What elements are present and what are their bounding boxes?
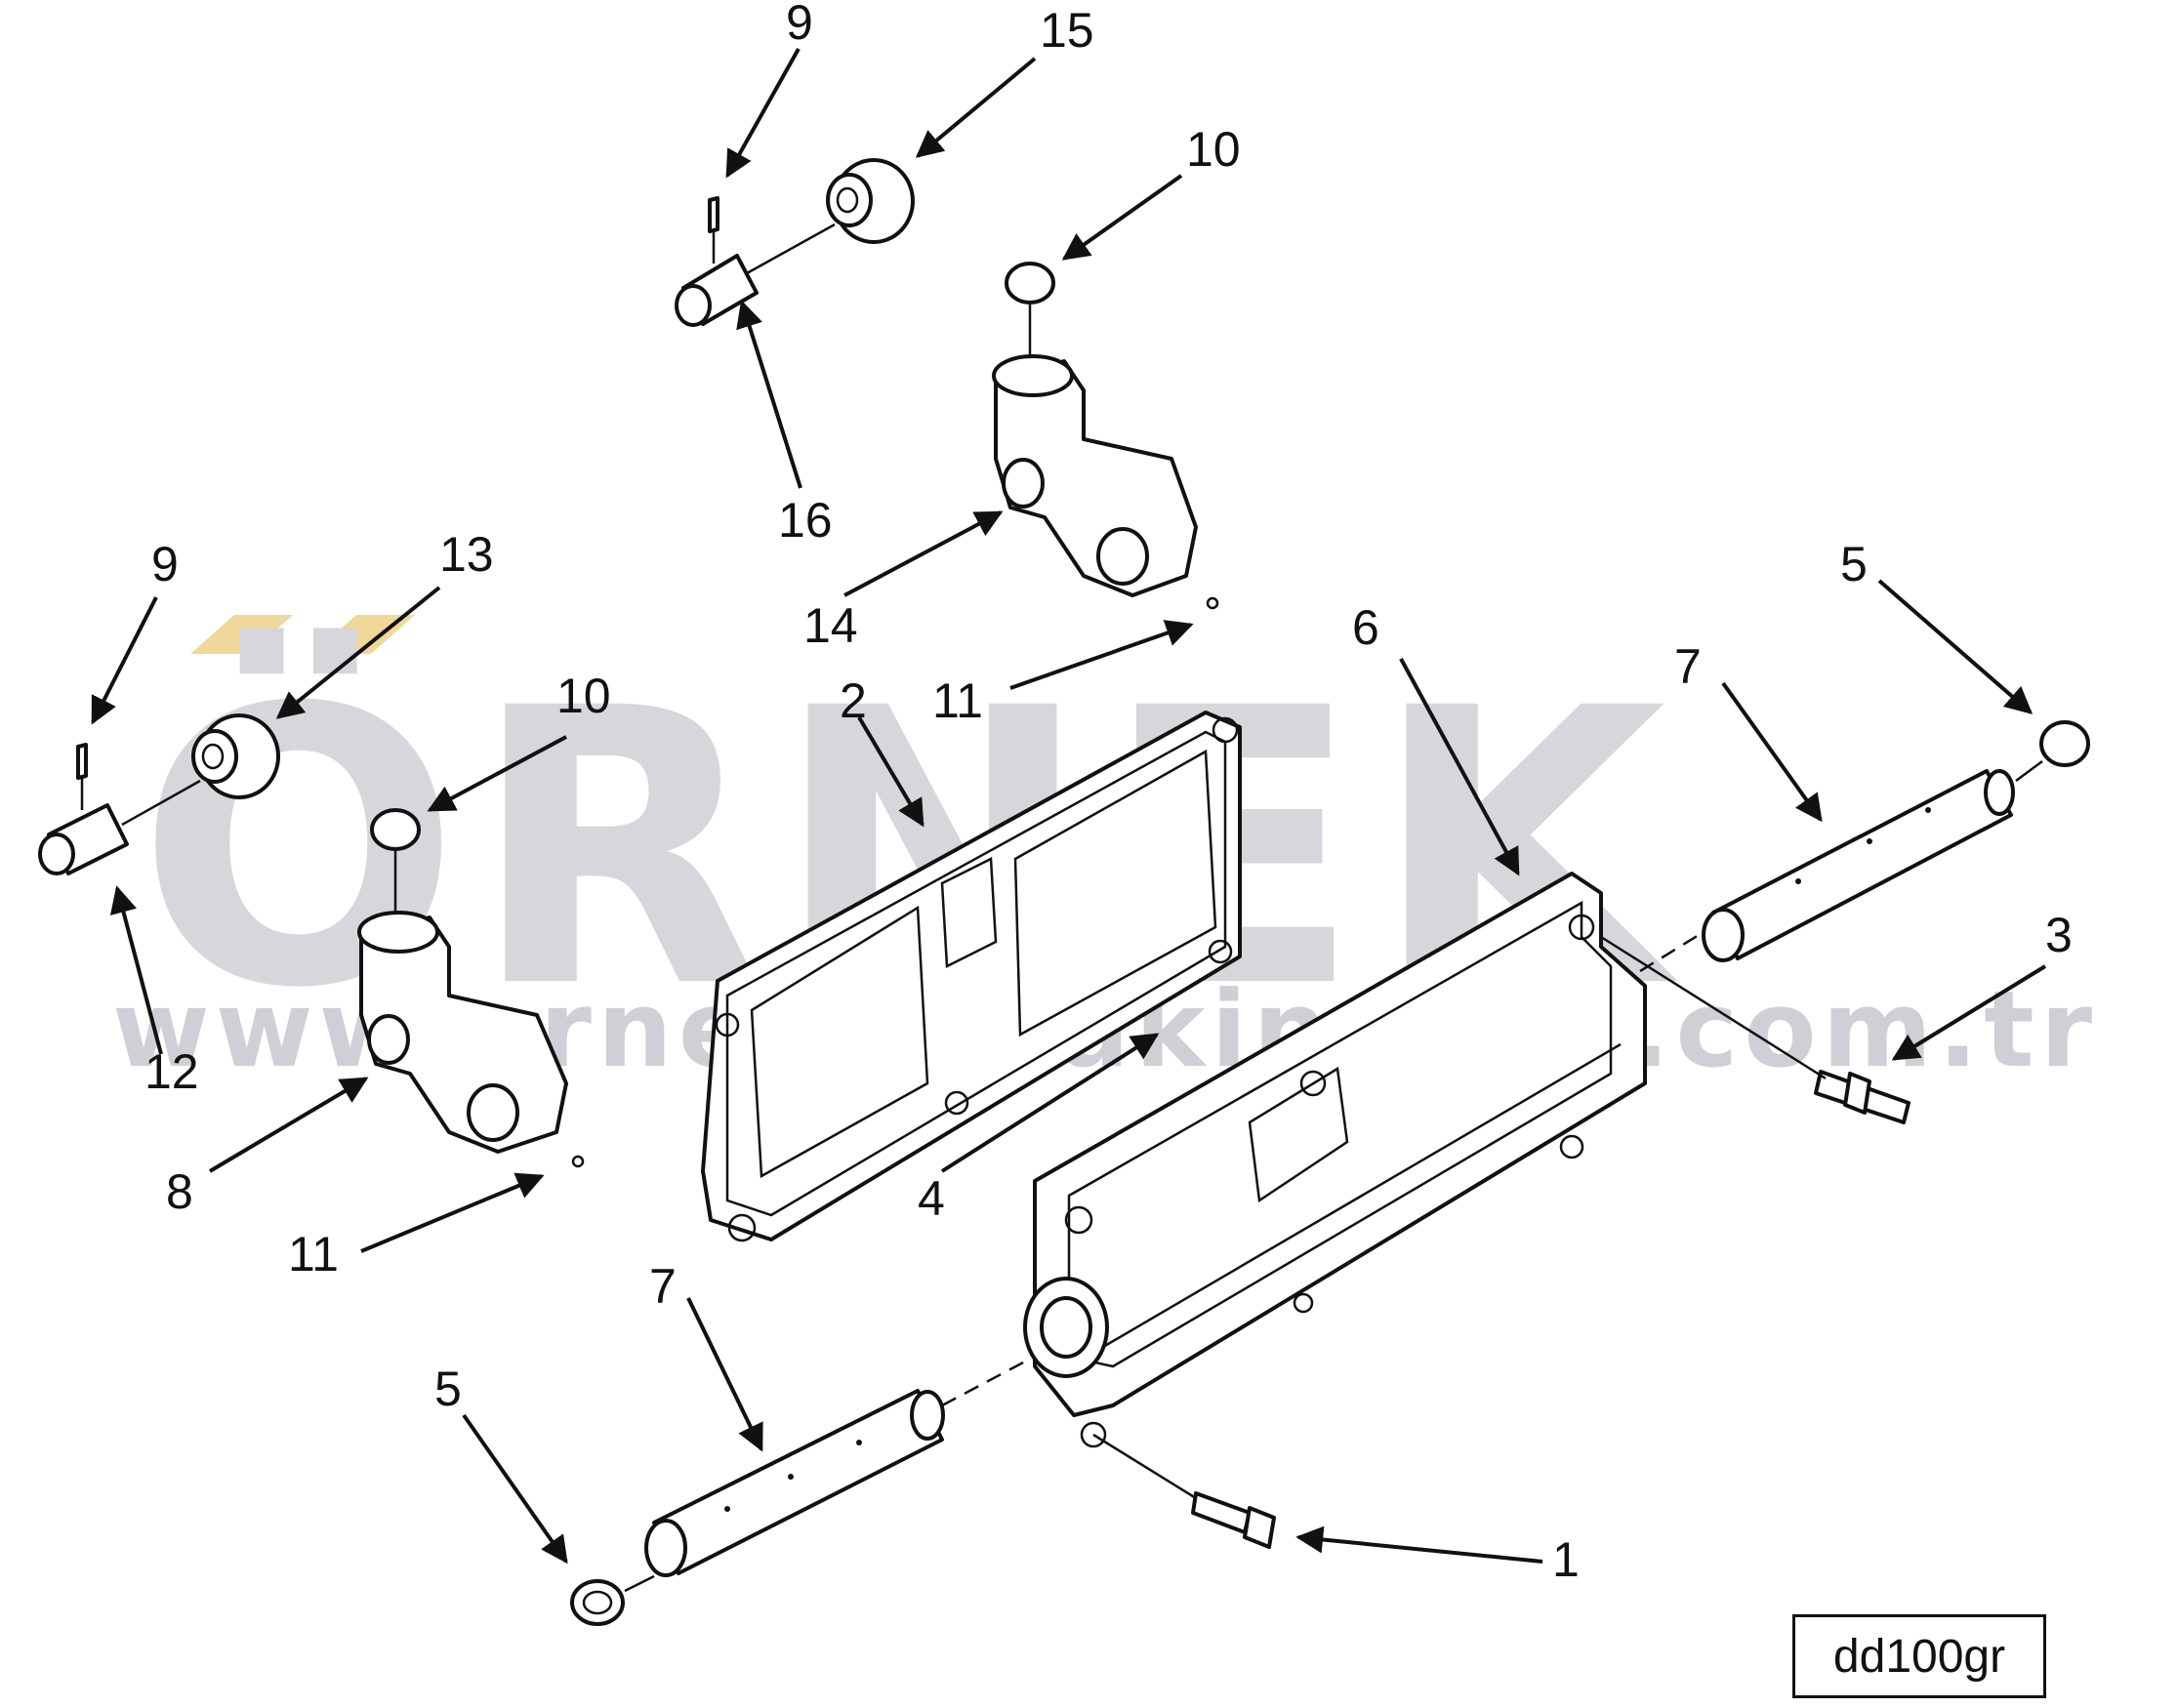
gasket <box>701 711 1242 1242</box>
adjuster-cap-lower <box>370 808 421 851</box>
callout-3: 3 <box>2045 908 2073 962</box>
callout-15: 15 <box>1040 3 1094 58</box>
rocker-shaft-lower <box>570 1360 1026 1626</box>
callout-8: 8 <box>166 1164 193 1219</box>
rocker-shaft-upper <box>1639 720 2090 973</box>
callout-5-lower: 5 <box>434 1362 462 1416</box>
callout-9-upper: 9 <box>786 0 813 50</box>
callout-5-upper: 5 <box>1840 537 1868 591</box>
callout-7-upper: 7 <box>1674 639 1702 694</box>
callout-14: 14 <box>803 598 858 653</box>
callout-12: 12 <box>144 1044 199 1099</box>
callout-7-lower: 7 <box>649 1259 677 1314</box>
roller-assembly-lower <box>38 713 280 875</box>
bolt <box>1092 1433 1276 1549</box>
callout-labels: 9 15 10 16 14 11 2 6 7 5 3 4 1 7 5 9 13 … <box>144 0 2073 1587</box>
rocker-shaft-housing <box>1023 872 1647 1448</box>
callout-10-lower: 10 <box>556 669 611 723</box>
callout-9-lower: 9 <box>151 537 179 591</box>
stud <box>1600 935 1911 1124</box>
callout-1: 1 <box>1552 1532 1580 1587</box>
rocker-arm-upper <box>992 262 1219 610</box>
watermark-umlaut <box>190 615 415 654</box>
callout-10-upper: 10 <box>1186 122 1241 177</box>
drawing-code-box: dd100gr <box>1792 1614 2046 1698</box>
callout-2: 2 <box>840 673 867 728</box>
roller-assembly-upper <box>675 158 915 327</box>
shaft-plug-upper <box>2039 720 2090 767</box>
callout-16: 16 <box>778 493 833 548</box>
leader-arrows <box>91 48 2047 1565</box>
adjuster-cap-upper <box>1005 262 1055 305</box>
shaft-plug-lower <box>570 1579 625 1626</box>
callout-13: 13 <box>439 527 494 582</box>
rocker-arm-lower <box>357 808 585 1168</box>
callout-11-upper: 11 <box>932 673 983 728</box>
callout-4: 4 <box>918 1171 945 1226</box>
callout-6: 6 <box>1352 600 1379 655</box>
callout-11-lower: 11 <box>288 1227 339 1281</box>
